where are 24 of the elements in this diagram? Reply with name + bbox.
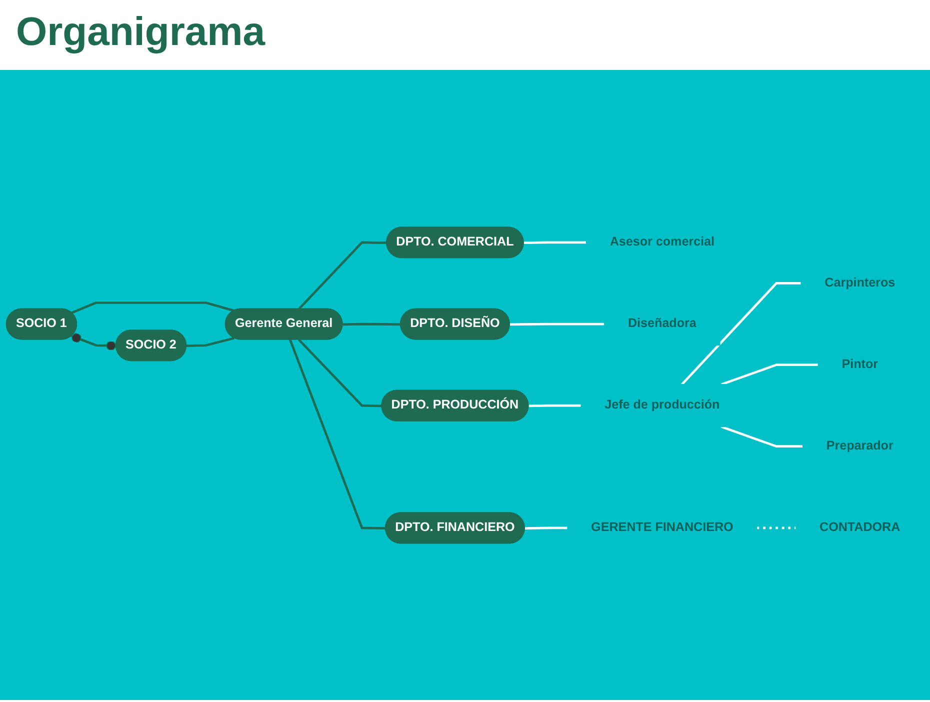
node-text: CONTADORA [820,520,900,534]
title: Organigrama [16,10,266,55]
node-text: Carpinteros [824,276,896,290]
connector [288,339,386,530]
connector [681,282,802,386]
connector [721,425,803,448]
node-text: Jefe de producción [604,398,720,412]
connector [71,301,234,314]
connector [186,336,234,347]
connector [298,338,382,407]
connector [524,526,568,530]
connector [528,404,582,407]
connector [524,241,586,244]
node-text: GERENTE FINANCIERO [591,520,734,534]
connector [756,526,796,529]
connector [71,332,116,350]
node-text: Pintor [842,358,878,371]
node-text: Asesor comercial [610,235,714,249]
connector [342,322,401,326]
connector [510,322,604,326]
node-text: Diseñadora [628,316,696,330]
connector [721,363,818,386]
connector [298,241,387,310]
node-text: Preparador [826,439,894,452]
